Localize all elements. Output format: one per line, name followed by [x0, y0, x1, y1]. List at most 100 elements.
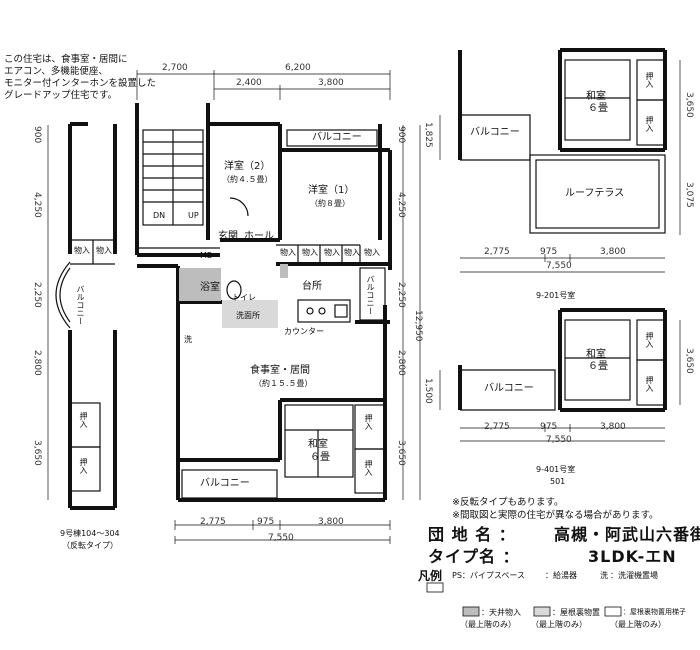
room-201-roof-terrace: ルーフテラス	[565, 188, 625, 199]
oshiire-label: 押入	[79, 412, 88, 428]
oshiire-label: 押入	[645, 332, 654, 348]
oshiire-label: 押入	[645, 72, 654, 88]
closet-label: 物入	[364, 248, 380, 257]
room-youshitsu2: 洋室（2）	[224, 161, 271, 172]
closet-label: 物入	[74, 246, 90, 255]
dim-left: 2,800	[32, 350, 42, 376]
legend-top-floor: （最上階のみ）	[531, 620, 587, 629]
note-line: グレードアップ住宅です。	[4, 90, 118, 101]
dim-401: 3,800	[600, 422, 626, 432]
room-youshitsu2-size: （約４.５畳）	[222, 175, 273, 184]
dim-left: 900	[32, 126, 42, 144]
dim-right: 3,650	[396, 440, 406, 466]
type-value: 3LDK-エN	[588, 547, 677, 566]
note-diff: ※間取図と実際の住宅が異なる場合があります。	[452, 510, 659, 521]
dim-201-right: 3,650	[684, 92, 694, 118]
caption-401: 501	[550, 477, 566, 486]
type-label: タイプ名 ：	[428, 547, 520, 566]
danchi-label: 団 地 名 ：	[428, 525, 516, 544]
note-line: エアコン、多機能便座、	[4, 66, 108, 77]
dim-401: 2,775	[484, 422, 510, 432]
dim-bottom: 2,775	[200, 517, 226, 527]
room-401-washitsu: 和室	[586, 349, 606, 360]
dim-401-right: 3,650	[684, 348, 694, 374]
legend-title: 凡例	[418, 569, 443, 583]
dim-401: 7,550	[546, 435, 572, 445]
mb-label: MB	[200, 251, 213, 260]
dim-right: 900	[396, 126, 406, 144]
legend-kyuto: ：給湯器	[545, 571, 577, 580]
room-201-washitsu: 和室	[586, 91, 606, 102]
room-washitsu-size: ６畳	[310, 452, 330, 463]
legend-top-floor: （最上階のみ）	[460, 620, 516, 629]
note-line: この住宅は、食事室・居間に	[4, 54, 128, 65]
dim-bottom: 975	[257, 517, 275, 527]
dim-top: 6,200	[285, 63, 311, 73]
room-yokushitsu: 浴室	[200, 282, 220, 293]
dim-401-left: 1,500	[423, 378, 433, 404]
dim-right-total: 12,950	[413, 310, 423, 342]
closet-label: 物入	[96, 246, 112, 255]
room-daidokoro: 台所	[302, 281, 322, 292]
stair-dn: DN	[153, 211, 166, 220]
legend-ps: PS：パイプスペース	[452, 571, 525, 580]
room-balcony-left: バルコニー	[76, 285, 85, 325]
dim-201-right: 3,075	[684, 182, 694, 208]
dim-left: 2,250	[32, 282, 42, 308]
room-balcony-top: バルコニー	[312, 132, 362, 143]
dim-bottom: 7,550	[268, 533, 294, 543]
room-401-washitsu-size: ６畳	[588, 361, 608, 372]
dim-201: 975	[540, 247, 558, 257]
dim-401: 975	[540, 422, 558, 432]
dim-201: 3,800	[600, 247, 626, 257]
room-401-balcony: バルコニー	[484, 383, 534, 394]
closet-label: 物入	[324, 248, 340, 257]
room-shokuji: 食事室・居間	[250, 365, 310, 376]
dim-top: 3,800	[318, 78, 344, 88]
room-201-washitsu-size: ６畳	[588, 103, 608, 114]
room-balcony-bottom: バルコニー	[200, 478, 250, 489]
dim-bottom: 3,800	[318, 517, 344, 527]
room-youshitsu1-size: （約８畳）	[310, 199, 350, 208]
caption-201: 9-201号室	[536, 291, 576, 300]
room-youshitsu1: 洋室（1）	[308, 185, 355, 196]
dim-201: 7,550	[546, 261, 572, 271]
legend-sen-icon: 洗	[600, 571, 608, 580]
room-hall: ホール	[244, 231, 274, 242]
room-washitsu: 和室	[308, 439, 328, 450]
oshiire-label: 押入	[645, 376, 654, 392]
main-caption: 9号棟104～304	[60, 529, 120, 538]
dim-201-left: 1,825	[423, 122, 433, 148]
room-toilet: トイレ	[232, 293, 256, 302]
legend-tenjo: ：天井物入	[481, 608, 521, 617]
stair-up: UP	[188, 211, 199, 220]
legend-yaneura-hashigo: ：屋根裏物置用梯子	[623, 608, 686, 616]
sentakki-label: 洗	[184, 335, 192, 344]
legend-top-floor: （最上階のみ）	[610, 620, 666, 629]
room-genkan: 玄関	[218, 231, 238, 242]
dim-top: 2,400	[236, 78, 262, 88]
oshiire-label: 押入	[645, 116, 654, 132]
dim-right: 2,800	[396, 350, 406, 376]
room-senmen: 洗面所	[236, 311, 260, 320]
dim-left: 4,250	[32, 192, 42, 218]
room-201-balcony: バルコニー	[470, 127, 520, 138]
closet-label: 物入	[280, 248, 296, 257]
oshiire-label: 押入	[364, 460, 373, 476]
legend-yaneura: ：屋根裏物置	[552, 608, 600, 617]
dim-201: 2,775	[484, 247, 510, 257]
danchi-value: 高槻・阿武山六番街	[554, 525, 700, 544]
dim-top: 2,700	[162, 63, 188, 73]
note-reverse: ※反転タイプもあります。	[452, 497, 564, 508]
oshiire-label: 押入	[79, 458, 88, 474]
room-balcony-side: バルコニー	[366, 275, 375, 315]
main-caption: （反転タイプ）	[62, 541, 118, 550]
dim-left: 3,650	[32, 440, 42, 466]
legend-sentakki: ：洗濯機置場	[610, 571, 658, 580]
dim-right: 4,250	[396, 192, 406, 218]
intro-note: この住宅は、食事室・居間に エアコン、多機能便座、 モニター付インターホンを設置…	[4, 54, 156, 102]
closet-label: 物入	[302, 248, 318, 257]
oshiire-label: 押入	[364, 414, 373, 430]
room-counter: カウンター	[284, 327, 324, 336]
